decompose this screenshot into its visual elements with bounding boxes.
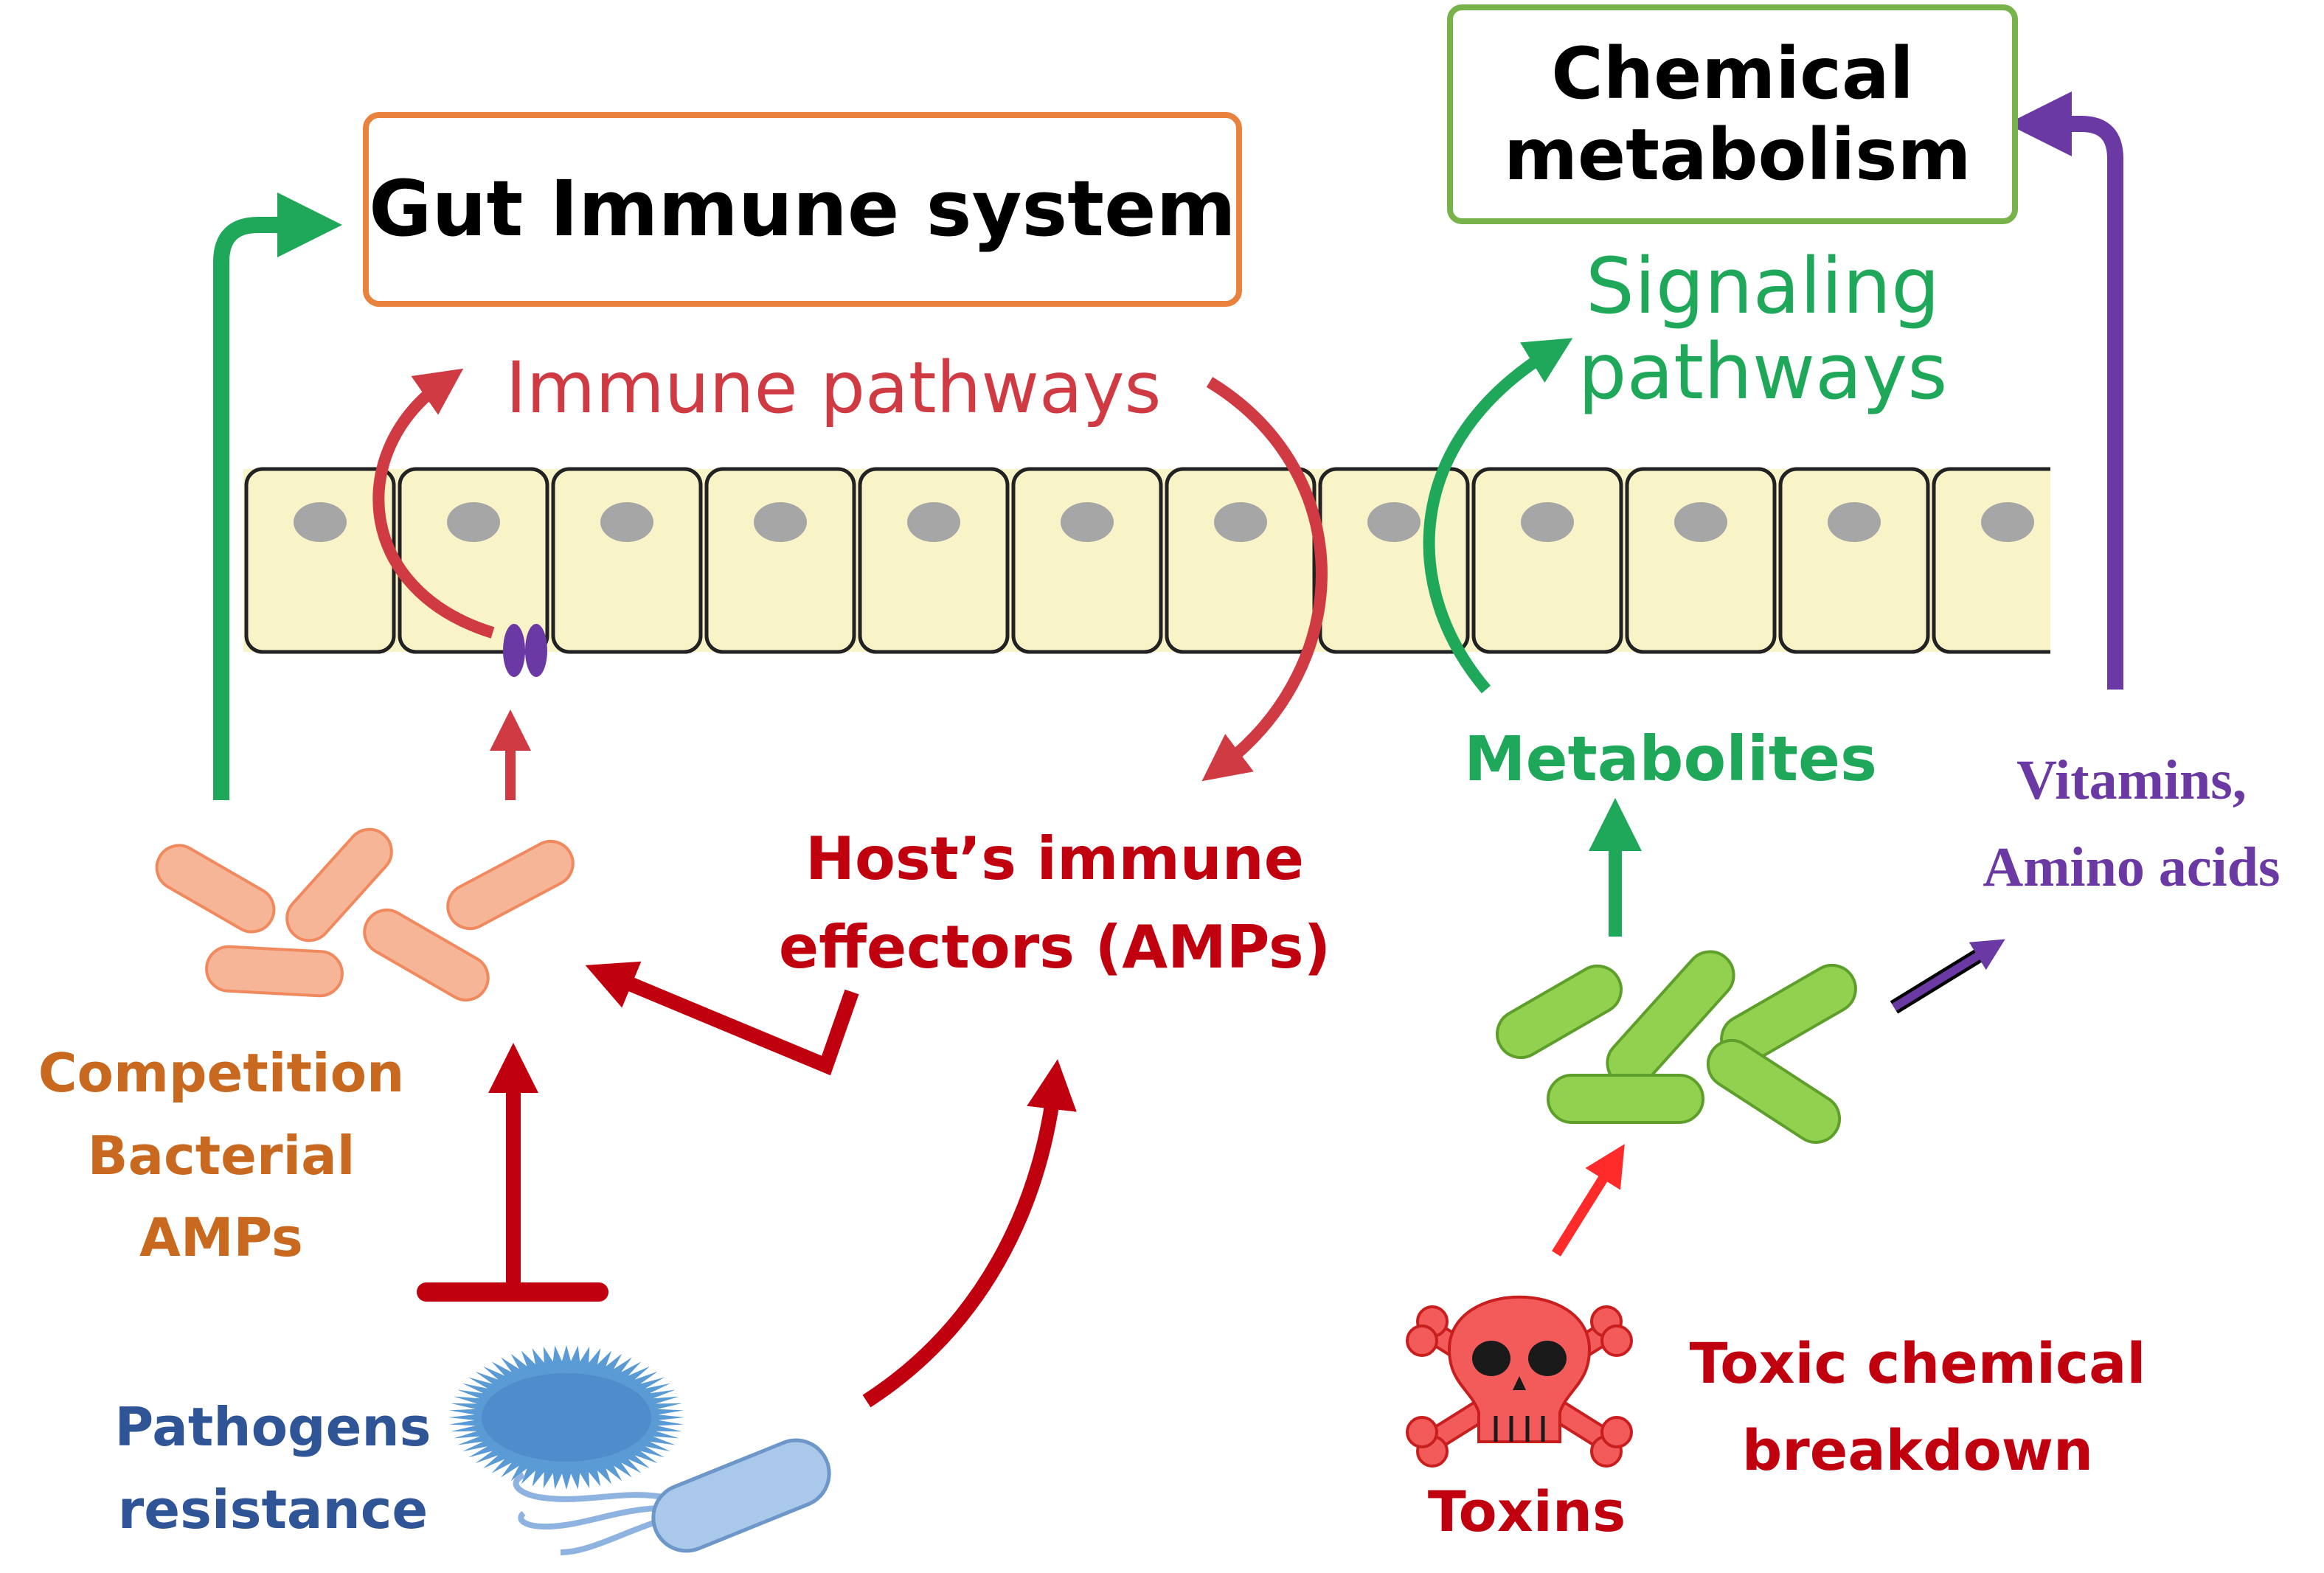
cell-nucleus xyxy=(294,502,347,542)
epithelial-cell-layer xyxy=(140,467,2050,654)
toxic-chemical-breakdown-label: Toxic chemical breakdown xyxy=(1689,1330,2146,1483)
immune-pathways-label: Immune pathways xyxy=(505,347,1162,429)
arrow-effectors-to-bacteria xyxy=(585,961,859,1076)
arrow-receptor-to-immune-pathways xyxy=(372,368,495,639)
epithelial-cell xyxy=(1932,467,2050,654)
cell-nucleus xyxy=(600,502,653,542)
host-immune-effectors-label: Host’s immune effectors (AMPs) xyxy=(778,824,1331,982)
beneficial-bacteria-icon xyxy=(1496,950,1857,1145)
epithelial-cell xyxy=(704,467,856,654)
gut-immune-system-box: Gut Immune system xyxy=(363,112,1242,307)
cell-nucleus xyxy=(1674,502,1727,542)
competition-label: Competition Bacterial AMPs xyxy=(38,1042,405,1269)
cell-nucleus xyxy=(1061,502,1114,542)
receptor-icon xyxy=(503,624,547,677)
cell-nucleus xyxy=(754,502,807,542)
inhibition-arrow xyxy=(417,1042,608,1302)
gut-immune-system-title: Gut Immune system xyxy=(369,164,1236,254)
cell-nucleus xyxy=(907,502,960,542)
epithelial-cell xyxy=(1011,467,1163,654)
chemical-metabolism-title: Chemical metabolism xyxy=(1504,32,1971,196)
cell-nucleus xyxy=(1367,502,1421,542)
arrow-pathogens-to-effectors xyxy=(862,1059,1077,1408)
pathogens-resistance-label: Pathogens resistance xyxy=(114,1396,431,1541)
cell-nucleus xyxy=(1981,502,2034,542)
epithelial-cell xyxy=(1778,467,1930,654)
epithelial-cell xyxy=(1471,467,1623,654)
epithelial-cell xyxy=(1165,467,1317,654)
arrow-to-chemical-metabolism xyxy=(2007,91,2123,690)
arrow-metabolites-to-signaling xyxy=(1423,338,1573,694)
cell-nucleus xyxy=(1828,502,1881,542)
pathogen-icon xyxy=(448,1345,684,1490)
rod-pathogen-icon xyxy=(513,1438,831,1555)
cell-nucleus xyxy=(1214,502,1267,542)
vitamins-amino-acids-label: Vitamins, Amino acids xyxy=(1983,749,2280,898)
toxins-label: Toxins xyxy=(1427,1479,1626,1544)
cell-nucleus xyxy=(1521,502,1574,542)
arrow-immune-pathways-to-effectors xyxy=(1201,377,1328,782)
metabolites-label: Metabolites xyxy=(1464,723,1877,795)
skull-crossbones-icon xyxy=(1406,1295,1633,1468)
cell-nucleus xyxy=(140,502,193,542)
epithelial-cell xyxy=(1625,467,1777,654)
commensal-bacteria-icon xyxy=(155,827,575,1001)
arrow-to-gut-immune xyxy=(213,192,342,800)
signaling-pathways-label: Signaling pathways xyxy=(1578,241,1948,417)
chemical-metabolism-box: Chemical metabolism xyxy=(1447,4,2018,224)
epithelial-cell xyxy=(551,467,703,654)
epithelial-cell xyxy=(858,467,1010,654)
cell-nucleus xyxy=(447,502,500,542)
arrow-toxins-to-bacteria xyxy=(1552,1144,1625,1257)
epithelial-cell xyxy=(244,467,396,654)
